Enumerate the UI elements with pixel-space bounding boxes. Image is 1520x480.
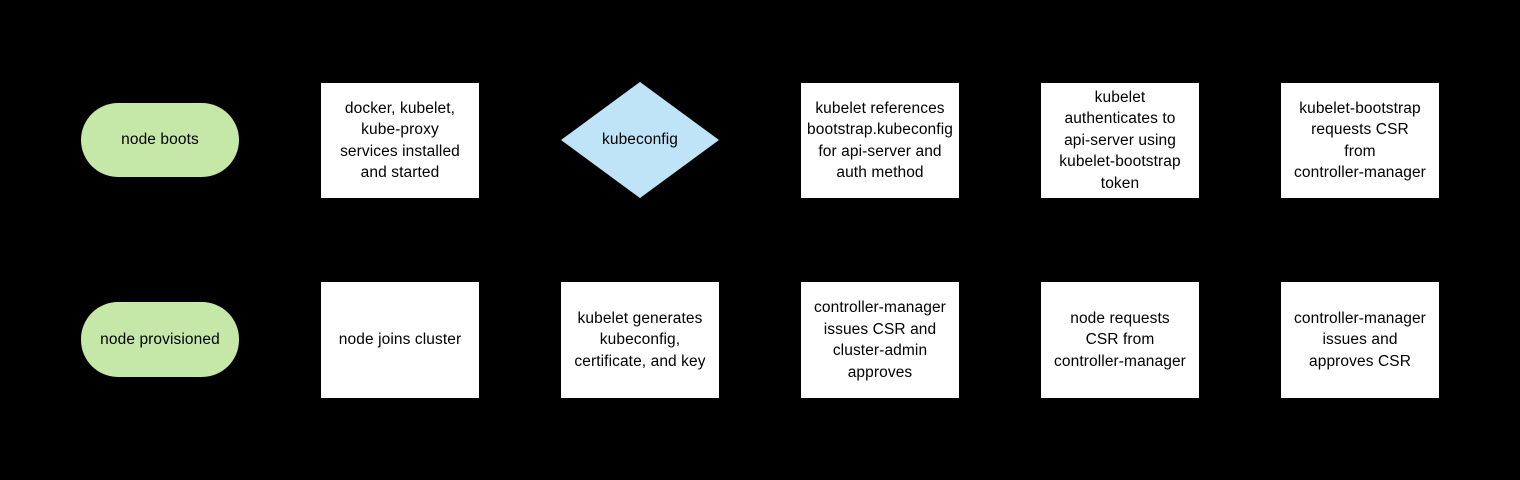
flow-node-label: node provisioned: [100, 330, 220, 348]
flow-node-label: kubelet-bootstrap requests CSR from cont…: [1294, 99, 1426, 182]
flow-node-label: node boots: [121, 131, 199, 149]
flow-node-label: docker, kubelet, kube-proxy services ins…: [340, 99, 460, 182]
flow-node-kubelet-authenticates[interactable]: kubelet authenticates to api-server usin…: [1041, 83, 1199, 198]
flow-node-node-boots[interactable]: node boots: [81, 103, 239, 177]
flow-node-services-installed[interactable]: docker, kubelet, kube-proxy services ins…: [321, 83, 479, 198]
flow-node-cm-issues-csr[interactable]: controller-manager issues CSR and cluste…: [801, 282, 959, 398]
flow-node-label: node joins cluster: [338, 331, 462, 349]
flow-node-kubelet-generates[interactable]: kubelet generates kubeconfig, certificat…: [561, 282, 719, 398]
flow-node-label: kubelet authenticates to api-server usin…: [1059, 88, 1181, 192]
flow-node-kubeconfig[interactable]: kubeconfig: [561, 82, 719, 198]
flow-node-label: controller-manager issues and approves C…: [1294, 309, 1426, 370]
flow-node-node-requests-csr[interactable]: node requests CSR from controller-manage…: [1041, 282, 1199, 398]
flow-node-node-provisioned[interactable]: node provisioned: [81, 302, 239, 377]
flow-node-label: controller-manager issues CSR and cluste…: [814, 299, 946, 381]
flow-node-label: kubeconfig: [602, 131, 678, 149]
flow-node-label: kubelet references bootstrap.kubeconfig …: [807, 99, 953, 182]
flow-node-label: node requests CSR from controller-manage…: [1054, 309, 1186, 370]
flow-node-label: kubelet generates kubeconfig, certificat…: [574, 309, 706, 370]
flow-node-cm-issues-approves[interactable]: controller-manager issues and approves C…: [1281, 282, 1439, 398]
flow-node-node-joins-cluster[interactable]: node joins cluster: [321, 282, 479, 398]
flow-node-bootstrap-requests-csr[interactable]: kubelet-bootstrap requests CSR from cont…: [1281, 83, 1439, 198]
flow-node-kubelet-references[interactable]: kubelet references bootstrap.kubeconfig …: [801, 83, 959, 198]
